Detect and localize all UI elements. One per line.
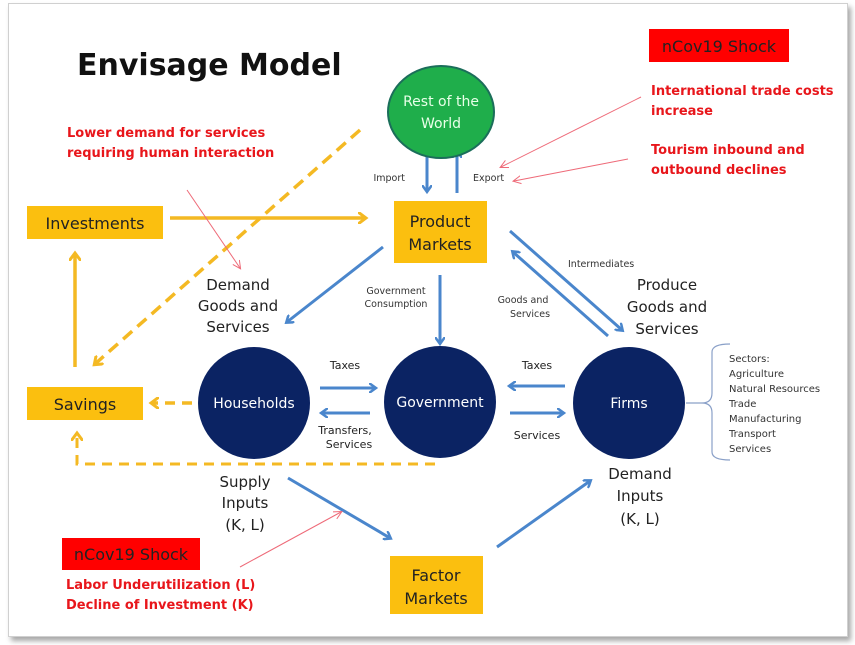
supply-inputs-line1: Supply — [219, 473, 270, 491]
product-markets-line1: Product — [410, 212, 471, 231]
government-label: Government — [396, 395, 484, 411]
supply-inputs-line2: Inputs — [222, 494, 269, 512]
tourism-pointer — [514, 158, 629, 181]
savings-label: Savings — [54, 395, 117, 414]
goods-services-line1: Goods and — [498, 295, 549, 306]
services-note-line2: requiring human interaction — [67, 146, 274, 161]
product-markets-node[interactable]: Product Markets — [394, 201, 487, 263]
shock-box — [62, 538, 200, 570]
factor-markets-box — [390, 556, 483, 614]
government-node[interactable]: Government — [384, 346, 496, 458]
households-circle — [198, 347, 310, 459]
savings-node[interactable]: Savings — [27, 387, 143, 420]
intermediates-arrow — [509, 229, 622, 330]
sectors-heading: Sectors: — [729, 354, 770, 365]
sectors-brace-icon — [686, 343, 731, 461]
demand-inputs-line3: (K, L) — [620, 510, 659, 528]
savings-box — [27, 387, 143, 420]
world-circle — [387, 65, 495, 159]
demand-goods-line1: Demand — [206, 276, 270, 294]
product-markets-box — [394, 201, 487, 263]
tourism-note-line1: Tourism inbound and — [651, 143, 805, 158]
produce-goods-line3: Services — [635, 320, 698, 338]
labor-note: Labor Underutilization (L) — [66, 578, 255, 593]
households-label: Households — [213, 396, 294, 412]
demand-inputs-line1: Demand — [608, 465, 672, 483]
demand-goods-line2: Goods and — [198, 297, 278, 315]
shock-label: nCov19 Shock — [74, 545, 189, 564]
demand-inputs-arrow — [496, 481, 590, 549]
investment-note: Decline of Investment (K) — [66, 598, 254, 613]
trade-costs-note-line1: International trade costs — [651, 84, 834, 99]
gov-consumption-line2: Consumption — [365, 299, 428, 310]
tourism-note-line2: outbound declines — [651, 163, 787, 178]
investments-node[interactable]: Investments — [27, 206, 163, 239]
factor-markets-line1: Factor — [412, 566, 461, 585]
investments-box — [27, 206, 163, 239]
transfers-line1: Transfers, — [317, 424, 371, 437]
diagram-title: Envisage Model — [77, 48, 342, 83]
produce-goods-line1: Produce — [637, 276, 697, 294]
supply-inputs-line3: (K, L) — [225, 516, 264, 534]
firms-circle — [573, 347, 685, 459]
goods-services-line2: Services — [510, 309, 550, 320]
government-circle — [384, 346, 496, 458]
export-label: Export — [473, 173, 504, 184]
factor-markets-line2: Markets — [404, 589, 467, 608]
demand-goods-line3: Services — [206, 318, 269, 336]
sectors-list: Sectors: Agriculture Natural Resources T… — [728, 354, 820, 455]
firms-node[interactable]: Firms — [573, 347, 685, 459]
factor-markets-node[interactable]: Factor Markets — [390, 556, 483, 614]
sector-item: Natural Resources — [729, 384, 820, 395]
supply-inputs-arrow — [287, 476, 390, 538]
sector-item: Manufacturing — [729, 414, 801, 425]
services-demand-pointer — [186, 189, 240, 268]
trade-costs-note-line2: increase — [651, 104, 713, 119]
rest-of-world-node[interactable]: Rest of the World — [387, 65, 495, 159]
shock-box — [649, 29, 789, 62]
households-taxes-label: Taxes — [329, 359, 361, 372]
intermediates-label: Intermediates — [568, 259, 634, 270]
households-node[interactable]: Households — [198, 347, 310, 459]
sector-item: Transport — [728, 429, 776, 440]
services-note-line1: Lower demand for services — [67, 126, 265, 141]
government-to-savings-dashed-arrow — [77, 434, 435, 466]
firms-taxes-label: Taxes — [521, 359, 553, 372]
transfers-line2: Services — [326, 438, 373, 451]
produce-goods-line2: Goods and — [627, 298, 707, 316]
firms-label: Firms — [610, 396, 647, 412]
shock-label: nCov19 Shock — [662, 37, 777, 56]
services-firms-label: Services — [514, 429, 561, 442]
inputs-shock-pointer — [239, 512, 341, 568]
sector-item: Trade — [728, 399, 756, 410]
top-shock-badge: nCov19 Shock — [649, 29, 789, 62]
world-label-line2: World — [421, 116, 461, 132]
sector-item: Agriculture — [729, 369, 784, 380]
demand-goods-arrow — [287, 245, 384, 322]
demand-inputs-line2: Inputs — [617, 487, 664, 505]
goods-and-services-arrow — [513, 252, 609, 338]
gov-consumption-line1: Government — [366, 286, 426, 297]
product-markets-line2: Markets — [408, 235, 471, 254]
rest-of-world-savings-dashed-arrow — [95, 128, 362, 364]
import-label: Import — [373, 173, 405, 184]
world-label-line1: Rest of the — [403, 94, 479, 110]
bottom-shock-badge: nCov19 Shock — [62, 538, 200, 570]
sector-item: Services — [729, 444, 771, 455]
investments-label: Investments — [46, 214, 145, 233]
trade-costs-pointer — [501, 96, 642, 167]
